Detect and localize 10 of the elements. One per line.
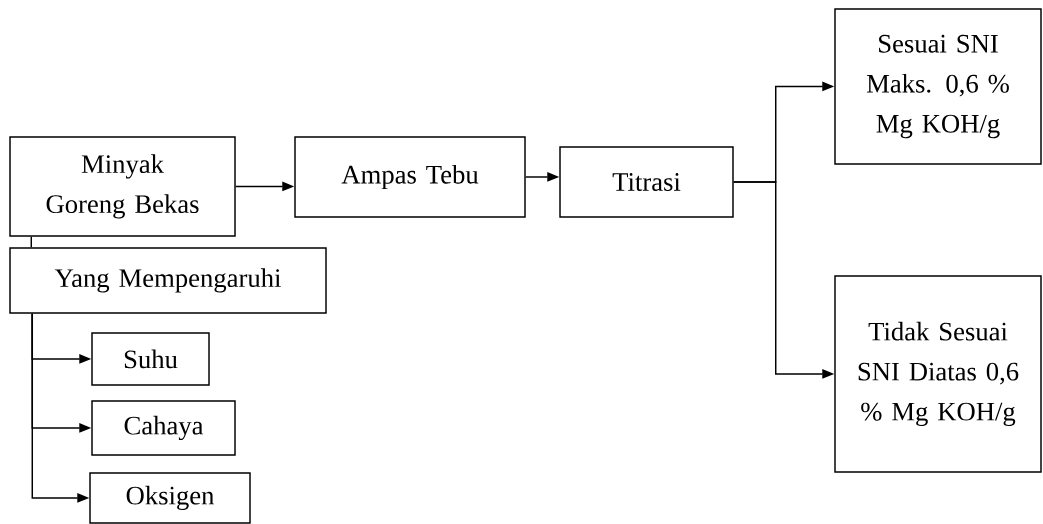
process-box: Ampas Tebu (294, 136, 526, 218)
result-box: Sesuai SNI Maks. 0,6 % Mg KOH/g (834, 8, 1042, 165)
factor-box: Cahaya (91, 400, 236, 456)
connector-line (30, 236, 32, 248)
factor-box: Oksigen (89, 472, 251, 524)
result-box: Tidak Sesuai SNI Diatas 0,6 % Mg KOH/g (834, 275, 1042, 473)
process-box: Minyak Goreng Bekas (9, 136, 236, 237)
process-box: Titrasi (559, 146, 734, 218)
process-box: Yang Mempengaruhi (9, 247, 327, 314)
factor-box: Suhu (91, 332, 210, 386)
